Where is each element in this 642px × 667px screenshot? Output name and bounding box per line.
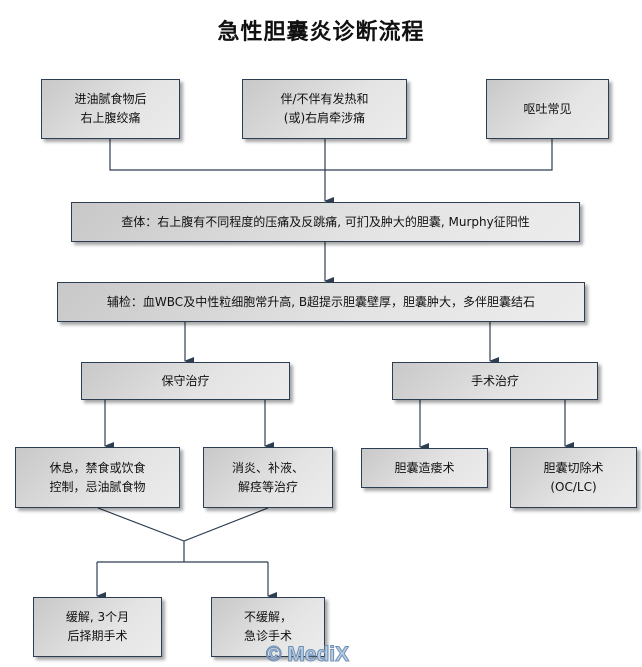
node-conservative-treatment: 保守治疗 (81, 362, 290, 400)
node-relieved: 缓解, 3个月 后择期手术 (33, 597, 162, 657)
node-not-relieved: 不缓解， 急诊手术 (211, 597, 325, 657)
node-rest-diet: 休息，禁食或饮食 控制，忌油腻食物 (15, 447, 180, 508)
node-surgical-treatment: 手术治疗 (392, 362, 598, 400)
node-cholecystostomy: 胆囊造瘘术 (361, 448, 488, 488)
page-title: 急性胆囊炎诊断流程 (217, 20, 425, 45)
node-symptom-fever: 伴/不伴有发热和 (或)右肩牵涉痛 (242, 79, 407, 139)
connector-line (97, 507, 269, 563)
watermark: © MediX (265, 643, 350, 667)
connector-line (109, 139, 553, 171)
node-auxiliary-exam: 辅检：血WBC及中性粒细胞常升高, B超提示胆囊壁厚，胆囊肿大，多伴胆囊结石 (57, 282, 585, 322)
node-cholecystectomy: 胆囊切除术 (OC/LC) (510, 447, 637, 508)
node-physical-exam: 查体：右上腹有不同程度的压痛及反跳痛, 可扪及肿大的胆囊, Murphy征阳性 (71, 202, 580, 242)
node-anti-inflammatory: 消炎、补液、 解痉等治疗 (203, 447, 333, 508)
node-symptom-vomit: 呕吐常见 (486, 79, 609, 139)
node-symptom-pain: 进油腻食物后 右上腹绞痛 (41, 79, 180, 139)
